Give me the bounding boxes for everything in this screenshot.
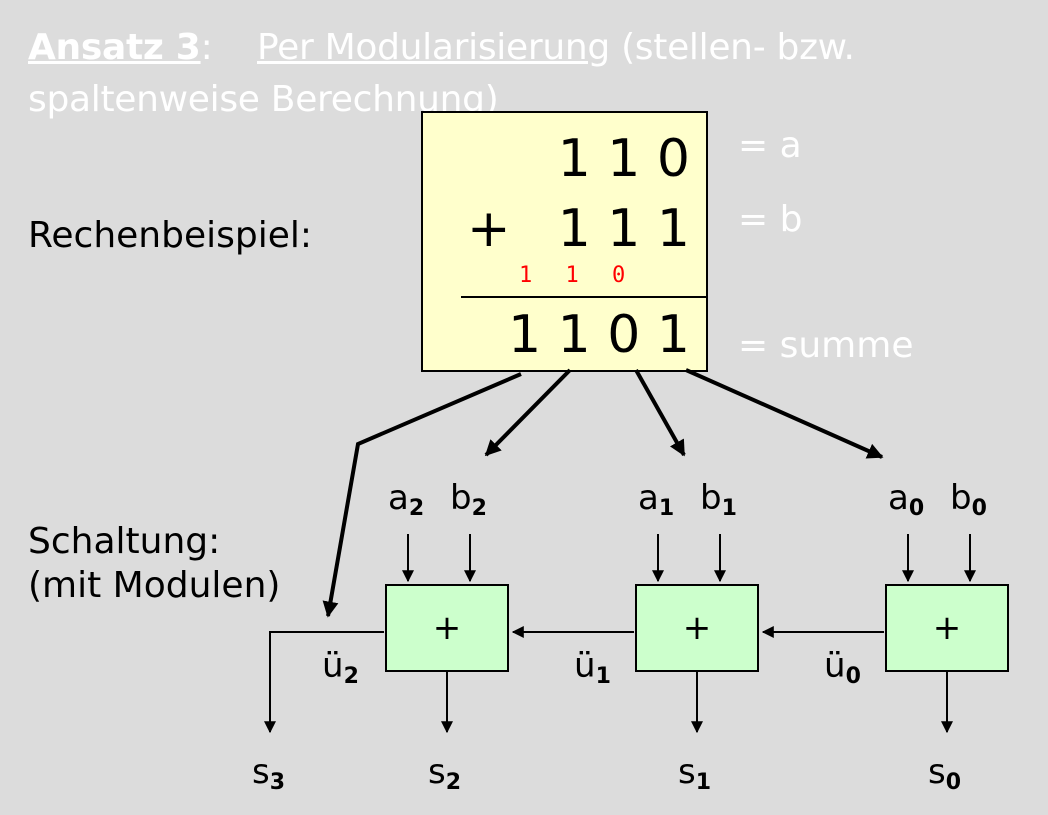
label-rechenbeispiel: Rechenbeispiel: [28,215,313,256]
input-a2: a2 [388,478,425,521]
adder-module-1: + [635,584,759,672]
carry-u0: ü0 [824,646,861,689]
arrow-s2 [484,368,572,457]
heading-rest: (stellen- bzw. [609,27,855,68]
output-s3: s3 [252,752,286,795]
carry-digits: 1 1 0 [519,263,636,288]
adder-module-0: + [885,584,1009,672]
heading-label: Ansatz 3 [28,27,201,68]
output-s0: s0 [928,752,962,795]
heading-line2: spaltenweise Berechnung) [28,79,499,120]
sum-result: 1 1 0 1 [508,305,690,365]
plus-sign: + [467,199,511,259]
input-a0: a0 [888,478,925,521]
carry-u1: ü1 [574,646,611,689]
heading-topic: Per Modularisierung [256,27,610,68]
eq-sum-label: = summe [738,325,914,366]
label-mit-modulen: (mit Modulen) [28,565,281,606]
input-b2: b2 [450,478,487,521]
input-a1: a1 [638,478,675,521]
arrow-s1 [634,369,686,457]
calculation-box: 1 1 0 + 1 1 1 1 1 0 1 1 0 1 [421,111,708,372]
eq-a-label: = a [738,125,802,166]
label-schaltung: Schaltung: [28,521,221,562]
arrow-s0 [685,368,884,459]
adder-module-2: + [385,584,509,672]
input-b1: b1 [700,478,737,521]
eq-b-label: = b [738,199,803,240]
operand-b: 1 1 1 [557,199,690,259]
sum-line [461,296,708,298]
input-b0: b0 [950,478,987,521]
operand-a: 1 1 0 [557,129,690,189]
arrow-s3 [322,372,522,618]
heading-colon: : [200,27,213,68]
slide-heading: Ansatz 3: Per Modularisierung (stellen- … [28,22,1028,126]
output-s2: s2 [428,752,462,795]
carry-u2: ü2 [322,646,359,689]
output-s1: s1 [678,752,712,795]
